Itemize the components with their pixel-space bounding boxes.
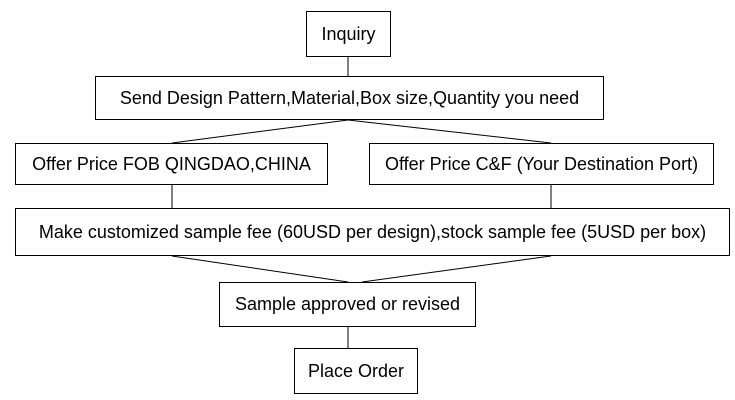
send-details-box: Send Design Pattern,Material,Box size,Qu… (95, 76, 604, 120)
sample-fee-label: Make customized sample fee (60USD per de… (38, 221, 707, 242)
send-details-label: Send Design Pattern,Material,Box size,Qu… (119, 87, 580, 108)
sample-approved-label: Sample approved or revised (234, 294, 461, 314)
edge-sample-to-approved-right (361, 255, 552, 283)
edge-sample-to-approved-left (171, 255, 349, 283)
place-order-box: Place Order (294, 348, 418, 394)
offer-cf-box: Offer Price C&F (Your Destination Port) (369, 143, 714, 185)
sample-fee-box: Make customized sample fee (60USD per de… (15, 208, 730, 256)
edge-send-to-cf (347, 119, 552, 144)
inquiry-box: Inquiry (306, 11, 391, 57)
inquiry-label: Inquiry (321, 23, 376, 44)
offer-fob-box: Offer Price FOB QINGDAO,CHINA (15, 143, 328, 185)
offer-cf-label: Offer Price C&F (Your Destination Port) (384, 153, 699, 174)
edge-send-to-fob (171, 119, 349, 144)
place-order-label: Place Order (307, 360, 405, 381)
offer-fob-label: Offer Price FOB QINGDAO,CHINA (32, 153, 311, 174)
sample-approved-box: Sample approved or revised (219, 282, 476, 327)
